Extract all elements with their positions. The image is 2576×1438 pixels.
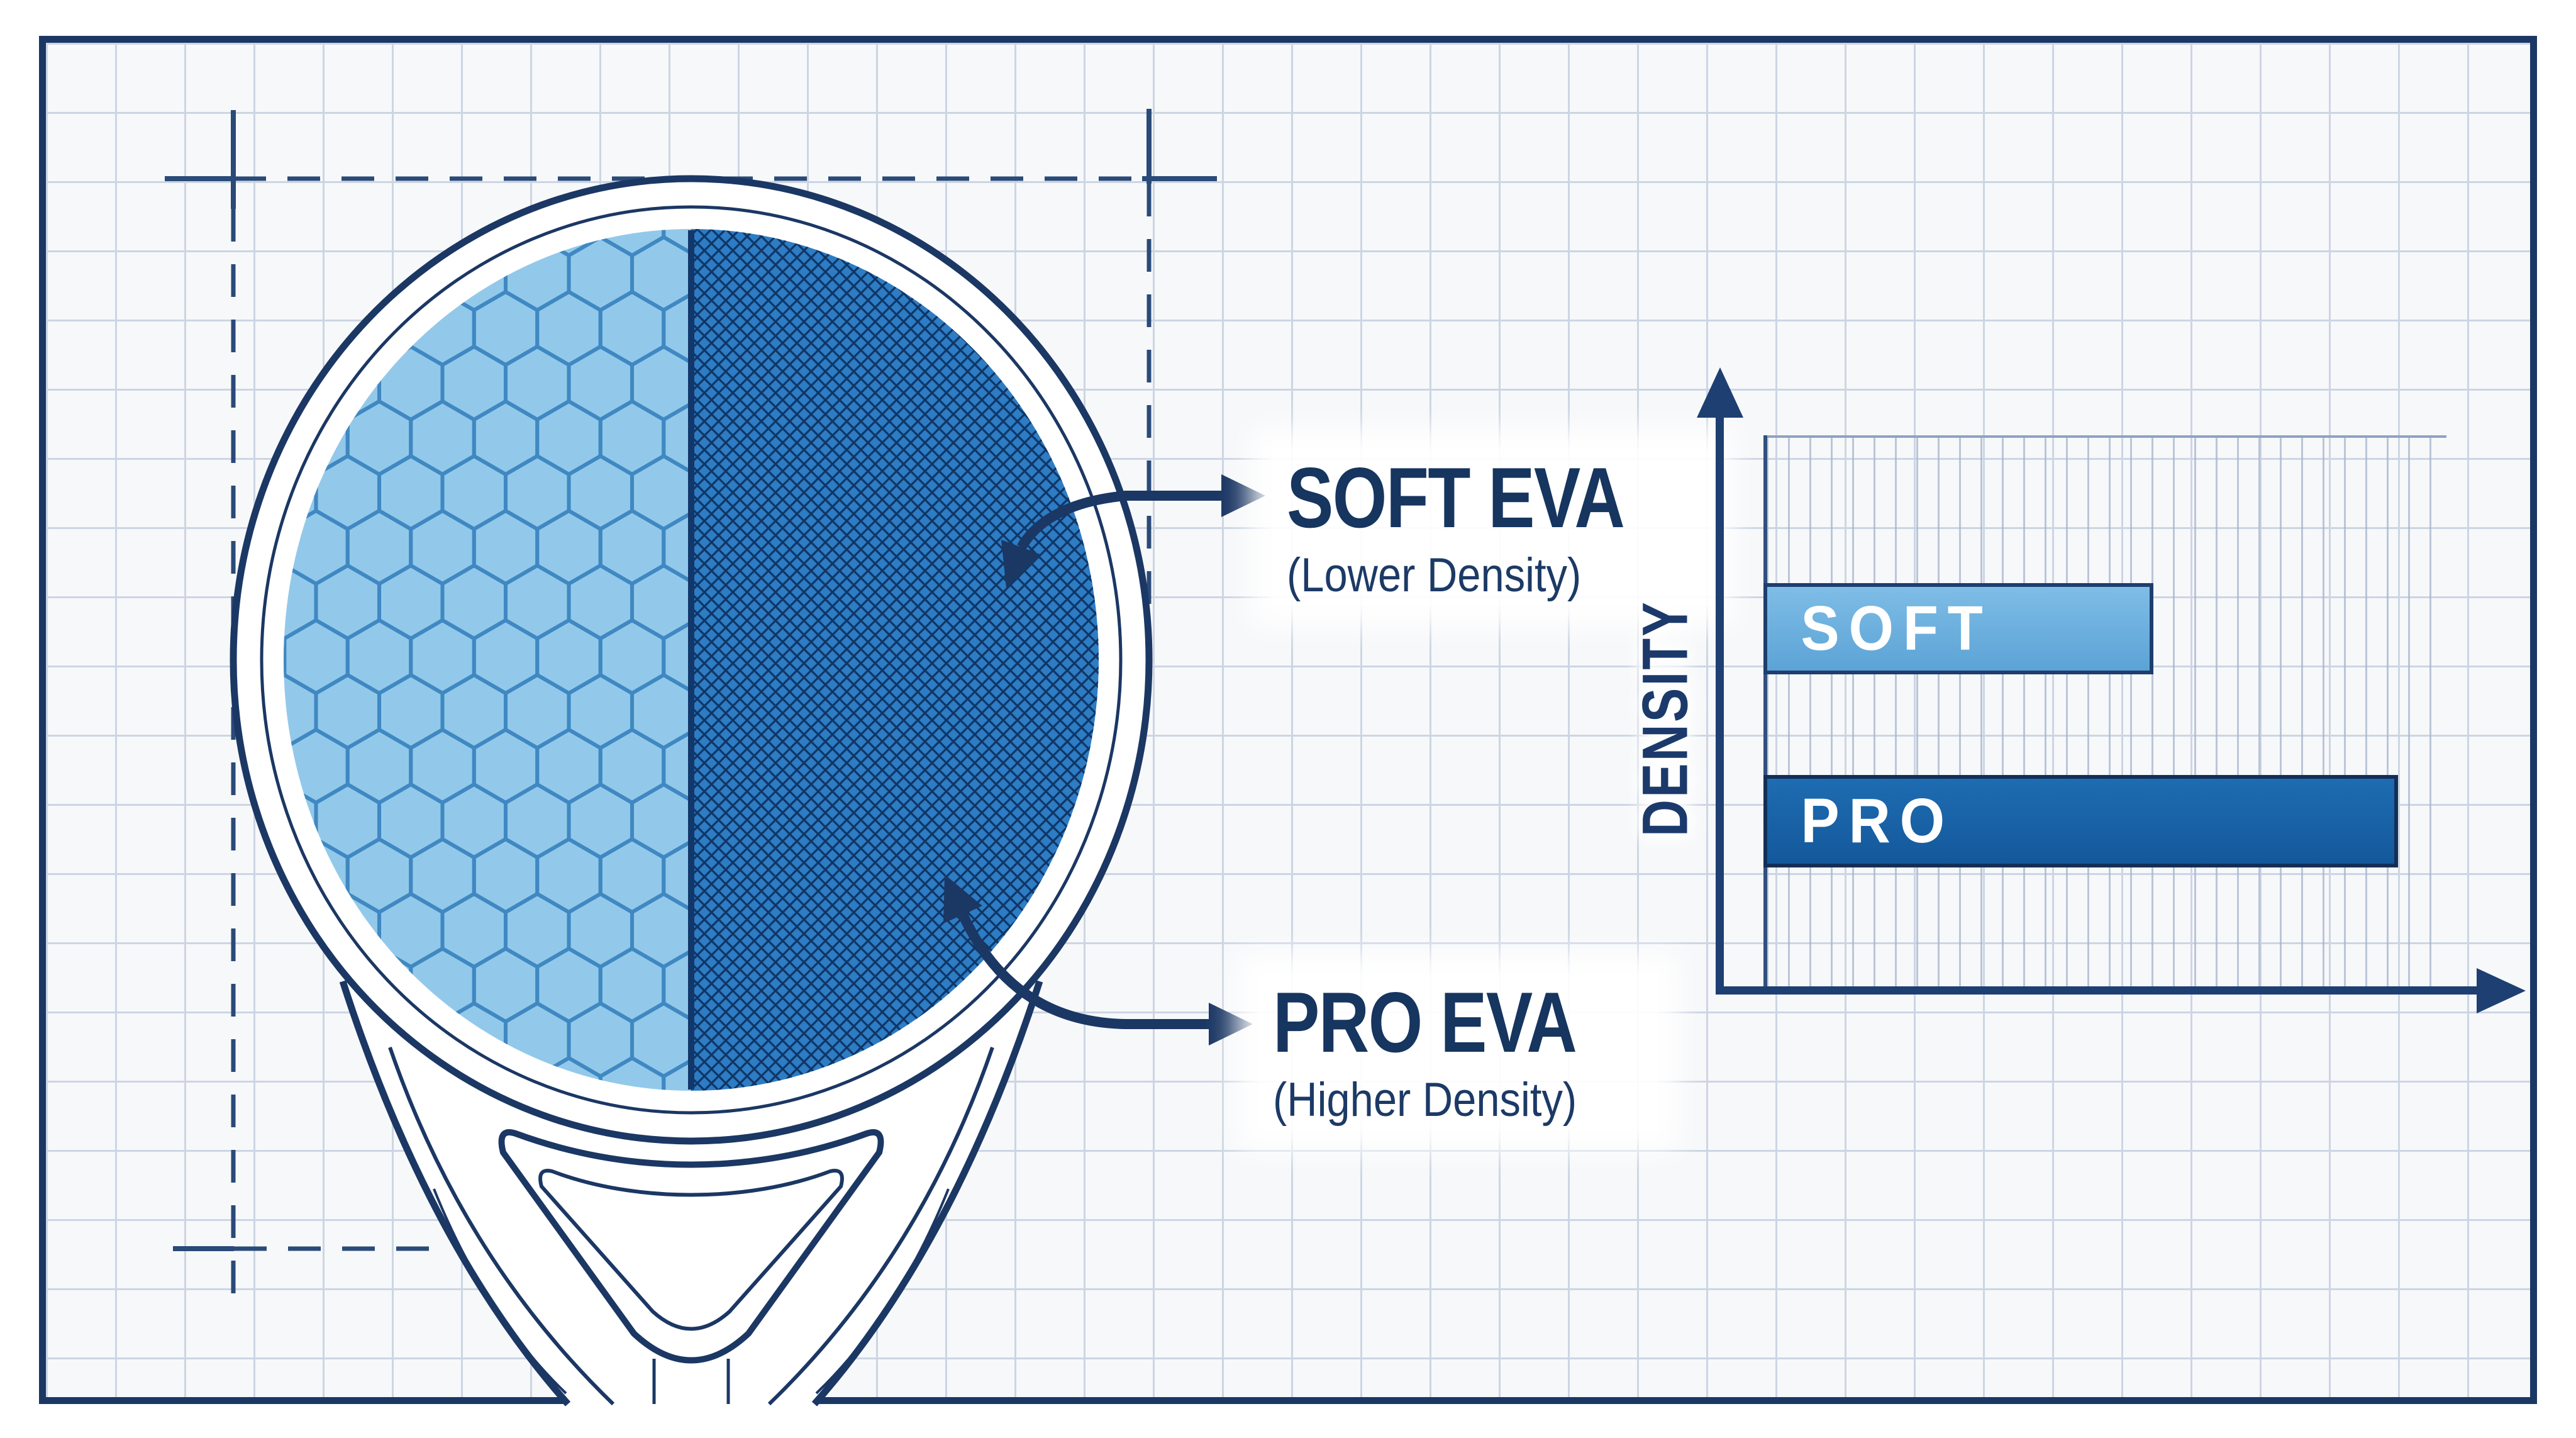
throat-cutout-outer — [498, 1129, 884, 1364]
y-axis-title: DENSITY — [1629, 599, 1701, 837]
handle-lines — [652, 1359, 730, 1404]
soft-annotation-arrow — [1001, 474, 1265, 588]
plot-left-boundary — [1763, 435, 1767, 986]
racket-inner-rim — [260, 205, 1123, 1115]
racket-neck-outline — [339, 980, 1043, 1407]
soft-arrowhead-face-icon — [1001, 540, 1041, 588]
pro-arrowhead-face-icon — [943, 874, 982, 923]
soft-eva-label: SOFT EVA (Lower Density) — [1272, 449, 1713, 606]
throat-cutout-inner — [538, 1169, 844, 1331]
soft-eva-left-half — [284, 229, 691, 1091]
y-axis — [1716, 415, 1724, 995]
pro-eva-subtitle: (Higher Density) — [1273, 1073, 1577, 1127]
bar-pro: PRO — [1763, 775, 2398, 867]
plot-stripes — [1767, 435, 2446, 986]
soft-arrowhead-right-icon — [1221, 474, 1265, 517]
bar-soft-label: SOFT — [1801, 593, 1992, 664]
soft-eva-subtitle: (Lower Density) — [1287, 548, 1582, 602]
pro-annotation-arrow — [943, 874, 1253, 1045]
x-axis — [1716, 986, 2478, 995]
pro-eva-label: PRO EVA (Higher Density) — [1258, 974, 1658, 1130]
plot-top-boundary — [1763, 435, 2446, 438]
bar-soft: SOFT — [1763, 583, 2153, 674]
soft-eva-title: SOFT EVA — [1287, 450, 1625, 545]
bar-pro-label: PRO — [1801, 786, 1954, 856]
pro-arrowhead-right-icon — [1209, 1003, 1253, 1045]
pro-eva-title: PRO EVA — [1273, 974, 1577, 1070]
x-axis-arrow-icon — [2477, 968, 2526, 1013]
y-axis-arrow-icon — [1697, 367, 1743, 418]
pro-eva-right-half — [691, 229, 1099, 1091]
